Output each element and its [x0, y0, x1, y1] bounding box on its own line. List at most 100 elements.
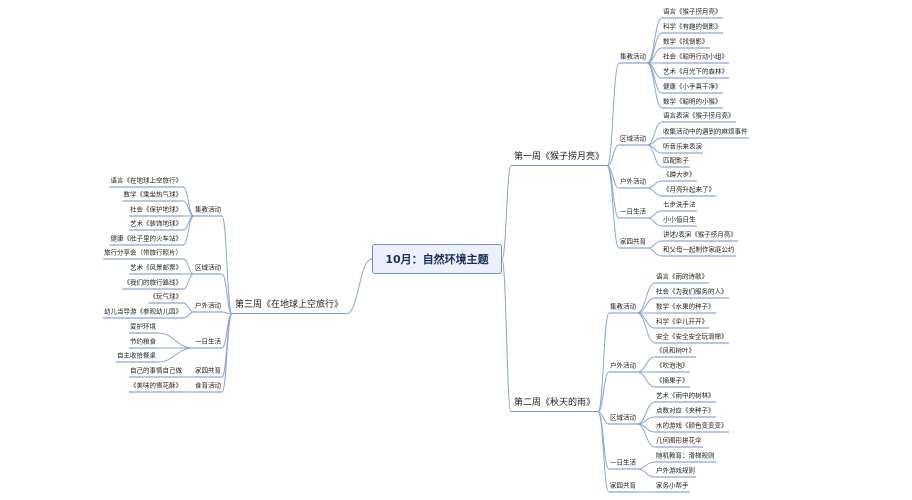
connector-line [646, 62, 663, 94]
connector-line [646, 180, 663, 189]
connector-line [501, 258, 512, 413]
week3-outdoor-item[interactable]: 《玩气球》 [148, 293, 183, 303]
connector-line [606, 165, 620, 189]
week1-outdoor-item[interactable]: 《月亮升起来了》 [662, 186, 716, 196]
week3-area-item[interactable]: 《我们的旅行路线》 [122, 279, 183, 289]
connector-line [221, 313, 233, 393]
week3-group-teaching[interactable]: 集教活动 [194, 206, 222, 216]
week1-topic[interactable]: 第一周《猴子捞月亮》 [511, 153, 608, 166]
week2-group-area[interactable]: 区域活动 [609, 414, 637, 424]
connector-line [221, 313, 233, 349]
connector-line [636, 312, 656, 344]
root-topic[interactable]: 10月：自然环境主题 [372, 244, 502, 274]
week3-group-home[interactable]: 家园共育 [194, 367, 222, 377]
week3-outdoor-item[interactable]: 幼儿当导游《参观幼儿园》 [103, 308, 183, 318]
week2-group-teaching[interactable]: 集教活动 [609, 303, 637, 313]
week1-teaching-item[interactable]: 数学《聪明的小猴》 [662, 98, 723, 108]
connector-line [345, 258, 373, 315]
connector-line [646, 247, 663, 257]
week1-group-teaching[interactable]: 集教活动 [619, 53, 647, 63]
week3-teaching-item[interactable]: 社会《保护地球》 [129, 206, 183, 216]
connector-line [221, 311, 232, 315]
week2-area-item[interactable]: 几何图形拼花伞 [655, 437, 703, 447]
connector-line [646, 137, 663, 146]
week2-topic[interactable]: 第二周《秋天的雨》 [511, 399, 599, 412]
week3-area-item[interactable]: 旅行分享会（带旅行照片） [103, 249, 183, 259]
connector-line [636, 312, 656, 329]
week3-topic[interactable]: 第三周《在地球上空旅行》 [231, 301, 346, 314]
week1-group-area[interactable]: 区域活动 [619, 135, 647, 145]
week1-teaching-item[interactable]: 数学《找倒影》 [662, 38, 710, 48]
week1-group-outdoor[interactable]: 户外活动 [619, 178, 647, 188]
week2-teaching-item[interactable]: 安全《安全安全玩滑梯》 [655, 333, 729, 343]
week3-daily-item[interactable]: 自主收拾餐桌 [116, 352, 157, 362]
connector-line [636, 461, 656, 470]
week3-group-outdoor[interactable]: 户外活动 [194, 302, 222, 312]
week2-area-item[interactable]: 水的游戏《颜色变变变》 [655, 422, 729, 432]
connector-line [221, 273, 233, 315]
week2-outdoor-item[interactable]: 《吹泡泡》 [655, 362, 690, 372]
connector-line [606, 62, 620, 167]
week3-teaching-item[interactable]: 艺术《装饰地球》 [129, 220, 183, 230]
connector-line [636, 297, 656, 314]
week2-group-home[interactable]: 家园共育 [609, 482, 637, 492]
connector-line [182, 215, 195, 246]
week2-group-outdoor[interactable]: 户外活动 [609, 362, 637, 372]
week3-home-item[interactable]: 自己的事情自己做 [129, 367, 183, 377]
week3-teaching-item[interactable]: 数学《乘坐热气球》 [122, 191, 183, 201]
connector-line [182, 302, 195, 313]
connector-line [646, 62, 663, 79]
week2-daily-item[interactable]: 户外游戏规则 [655, 467, 696, 477]
week3-daily-item[interactable]: 爱护环境 [129, 323, 157, 333]
week1-teaching-item[interactable]: 艺术《月光下的森林》 [662, 68, 729, 78]
week1-group-home[interactable]: 家园共育 [619, 238, 647, 248]
week1-daily-item[interactable]: 小小值日生 [662, 216, 697, 226]
connector-line [597, 411, 610, 493]
connector-line [636, 371, 656, 388]
week1-area-item[interactable]: 收集活动中的遇到的麻烦事件 [662, 128, 749, 138]
week1-teaching-item[interactable]: 科学《有趣的倒影》 [662, 23, 723, 33]
week2-teaching-item[interactable]: 科学《伞儿开开》 [655, 318, 709, 328]
connector-line [646, 144, 663, 168]
week3-group-food[interactable]: 食育活动 [194, 382, 222, 392]
week3-area-item[interactable]: 艺术《风景邮票》 [129, 264, 183, 274]
week1-home-item[interactable]: 和父母一起制作家庭公约 [662, 246, 736, 256]
week3-teaching-item[interactable]: 健康《肚子里的火车站》 [109, 235, 183, 245]
week1-daily-item[interactable]: 七步洗手法 [662, 201, 697, 211]
week3-daily-item[interactable]: 节约粮食 [129, 338, 157, 348]
week1-area-item[interactable]: 听音乐来表演 [662, 143, 703, 153]
connector-line [221, 313, 233, 378]
week2-teaching-item[interactable]: 语言《雨的诗歌》 [655, 273, 709, 283]
week1-outdoor-item[interactable]: 《蹲大步》 [662, 171, 697, 181]
week1-area-item[interactable]: 语言表演《猴子捞月亮》 [662, 112, 736, 122]
week3-teaching-item[interactable]: 语言《在地球上空旅行》 [109, 177, 183, 187]
week2-teaching-item[interactable]: 数学《水果的种子》 [655, 303, 716, 313]
week3-group-area[interactable]: 区域活动 [194, 264, 222, 274]
connector-line [182, 273, 195, 290]
week1-home-item[interactable]: 讲述/表演《猴子捞月亮》 [662, 231, 738, 241]
week3-group-daily[interactable]: 一日生活 [194, 338, 222, 348]
week1-teaching-item[interactable]: 语言《猴子捞月亮》 [662, 8, 723, 18]
connector-line [636, 356, 656, 373]
week1-area-item[interactable]: 匹配影子 [662, 157, 690, 167]
week2-home-item[interactable]: 家务小帮手 [655, 482, 690, 492]
week1-teaching-item[interactable]: 健康《小手真干净》 [662, 83, 723, 93]
week1-teaching-item[interactable]: 社会《聪明行动小组》 [662, 53, 729, 63]
week2-outdoor-item[interactable]: 《摘果子》 [655, 377, 690, 387]
connector-line [646, 47, 663, 64]
week3-food-item[interactable]: 《美味的雪花酥》 [129, 382, 183, 392]
week2-group-daily[interactable]: 一日生活 [609, 459, 637, 469]
week2-teaching-item[interactable]: 社会《为我们服务的人》 [655, 288, 729, 298]
connector-line [606, 144, 620, 167]
connector-line [646, 240, 663, 249]
week1-group-daily[interactable]: 一日生活 [619, 208, 647, 218]
week2-outdoor-item[interactable]: 《风和树叶》 [655, 347, 696, 357]
connector-line [182, 200, 195, 217]
connector-line [646, 32, 663, 64]
connector-line [597, 312, 610, 413]
week2-daily-item[interactable]: 随机教育：滑梯规则 [655, 452, 716, 462]
week2-area-item[interactable]: 点数对应《夹种子》 [655, 407, 716, 417]
connector-line [646, 187, 663, 197]
week2-area-item[interactable]: 艺术《雨中的树林》 [655, 392, 716, 402]
